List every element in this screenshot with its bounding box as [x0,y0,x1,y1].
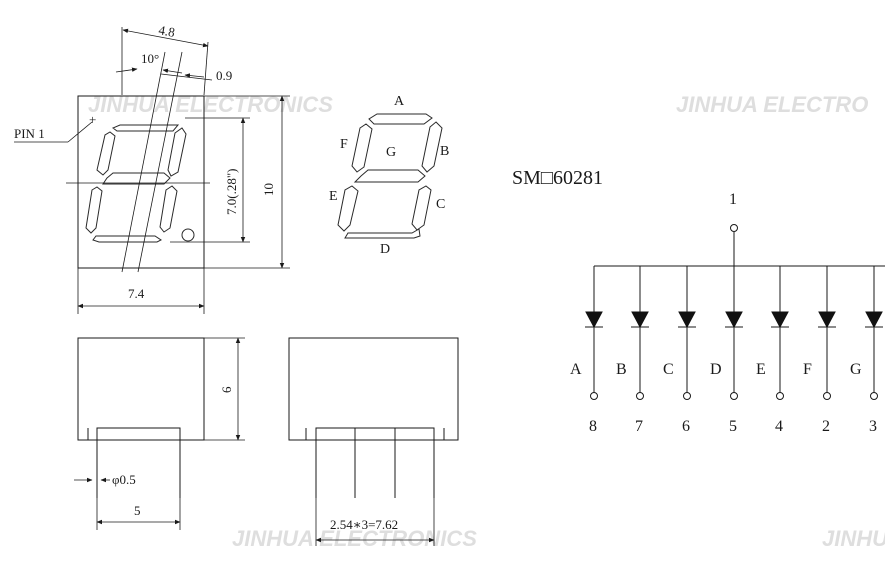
front-seg-d [92,235,162,243]
terminal-b [636,392,644,400]
segment-label-d: D [710,361,722,378]
schematic: SM□60281 1 A 8 B 7 C 6 D 5 E 4 F 2 G 3 [512,167,885,435]
front-digit [85,124,195,243]
common-pin-terminal [730,224,738,232]
diode-f [818,311,836,329]
pin1-label: PIN 1 [14,126,45,141]
front-view: 4.8 10° 0.9 PIN 1 + 7.0(.28") 10 7.4 [14,22,290,314]
dim-body-height: 10 [261,183,276,196]
front-seg-g [102,172,171,185]
side-body-outline [77,337,205,441]
front-seg-f [96,131,116,176]
diode-c [678,311,696,329]
pin-number-a: 8 [589,418,597,435]
dim-segment-width: 0.9 [216,68,232,83]
dim-pin-spacing: 5 [134,503,141,518]
segment-label-g: G [850,361,862,378]
diode-b [631,311,649,329]
pin-number-f: 2 [822,418,830,435]
pin-number-g: 3 [869,418,877,435]
dim-body-width: 7.4 [128,286,145,301]
front-seg-a [112,124,180,132]
bottom-body-outline [288,337,459,441]
pin-number-c: 6 [682,418,690,435]
map-label-e: E [329,189,338,204]
map-seg-g [353,169,426,183]
terminal-e [776,392,784,400]
map-label-a: A [394,94,405,109]
diode-e [771,311,789,329]
terminal-g [870,392,878,400]
segment-label-b: B [616,361,627,378]
side-view: 6 φ0.5 5 [74,337,245,530]
watermark-top-right: JINHUA ELECTRO [676,92,868,117]
map-seg-c [411,185,432,231]
map-label-g: G [386,145,396,160]
schematic-channels: A 8 B 7 C 6 D 5 E 4 F 2 G 3 [570,266,883,435]
segment-map: A B C D E F G [329,94,449,257]
map-label-c: C [436,197,445,212]
watermark-bottom-right: JINHUA [822,526,885,551]
dim-digit-height: 7.0(.28") [224,169,239,215]
diode-g [865,311,883,329]
segment-label-f: F [803,361,812,378]
front-seg-e [85,186,103,234]
map-label-b: B [440,144,449,159]
bottom-view: 2.54∗3=7.62 [288,337,459,546]
map-seg-e [337,185,359,232]
front-seg-c [159,185,178,233]
dim-pin-diameter: φ0.5 [112,472,136,487]
diode-a [585,311,603,329]
segment-label-e: E [756,361,766,378]
front-decimal-point [181,228,195,242]
map-seg-b [421,121,443,173]
pin1-marker: + [89,112,96,127]
terminal-d [730,392,738,400]
dim-body-depth: 6 [219,386,234,393]
part-number: SM□60281 [512,167,603,189]
pin-number-e: 4 [775,418,783,435]
dim-slant-angle: 10° [141,51,159,66]
common-pin-number: 1 [729,191,737,208]
map-seg-f [351,123,373,173]
display-body-outline [77,95,205,269]
terminal-f [823,392,831,400]
dim-pin-pitch: 2.54∗3=7.62 [330,517,398,532]
pin-number-b: 7 [635,418,643,435]
pin-number-d: 5 [729,418,737,435]
front-seg-b [167,127,187,177]
terminal-c [683,392,691,400]
diode-d [725,311,743,329]
segment-label-c: C [663,361,674,378]
map-label-f: F [340,137,348,152]
map-seg-a [368,113,433,125]
map-seg-d [344,228,421,239]
segment-label-a: A [570,361,582,378]
dim-top-width: 4.8 [157,22,176,40]
terminal-a [590,392,598,400]
map-label-d: D [380,242,390,257]
